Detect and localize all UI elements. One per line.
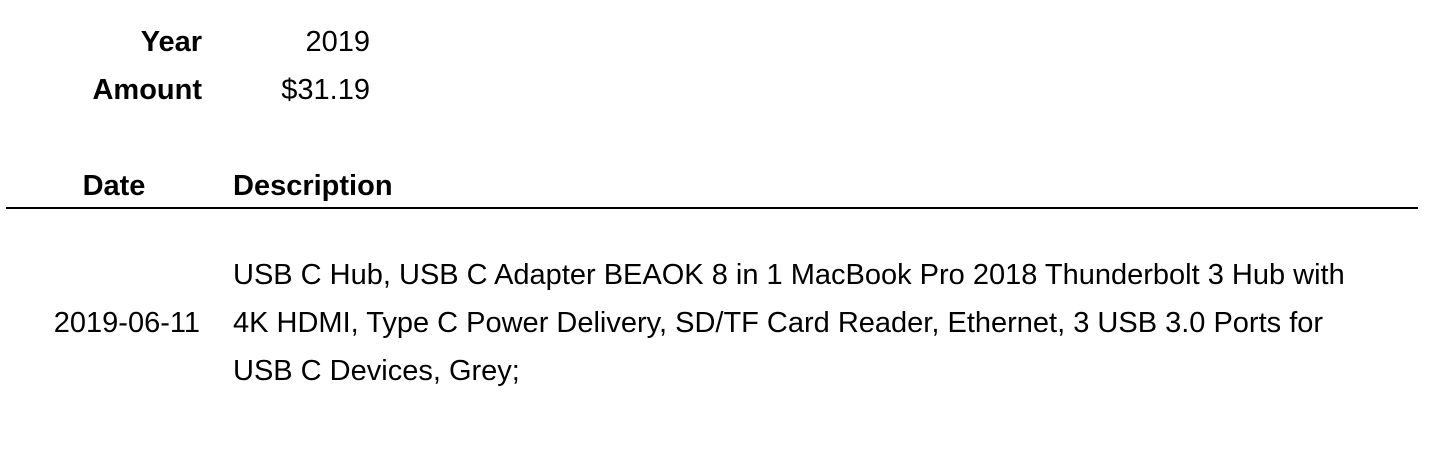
summary-amount-row: Amount $31.19	[0, 70, 400, 110]
table-row: 2019-06-11 USB C Hub, USB C Adapter BEAO…	[0, 251, 1444, 395]
amount-value: $31.19	[281, 74, 370, 106]
year-value: 2019	[305, 26, 370, 58]
column-header-description: Description	[233, 170, 393, 202]
table-header: Date Description	[0, 166, 1444, 206]
year-label: Year	[140, 26, 202, 58]
row-date: 2019-06-11	[53, 307, 200, 339]
header-divider	[6, 207, 1418, 209]
column-header-date: Date	[82, 170, 146, 202]
summary-year-row: Year 2019	[0, 22, 400, 62]
amount-label: Amount	[92, 74, 202, 106]
row-description: USB C Hub, USB C Adapter BEAOK 8 in 1 Ma…	[233, 259, 1345, 387]
